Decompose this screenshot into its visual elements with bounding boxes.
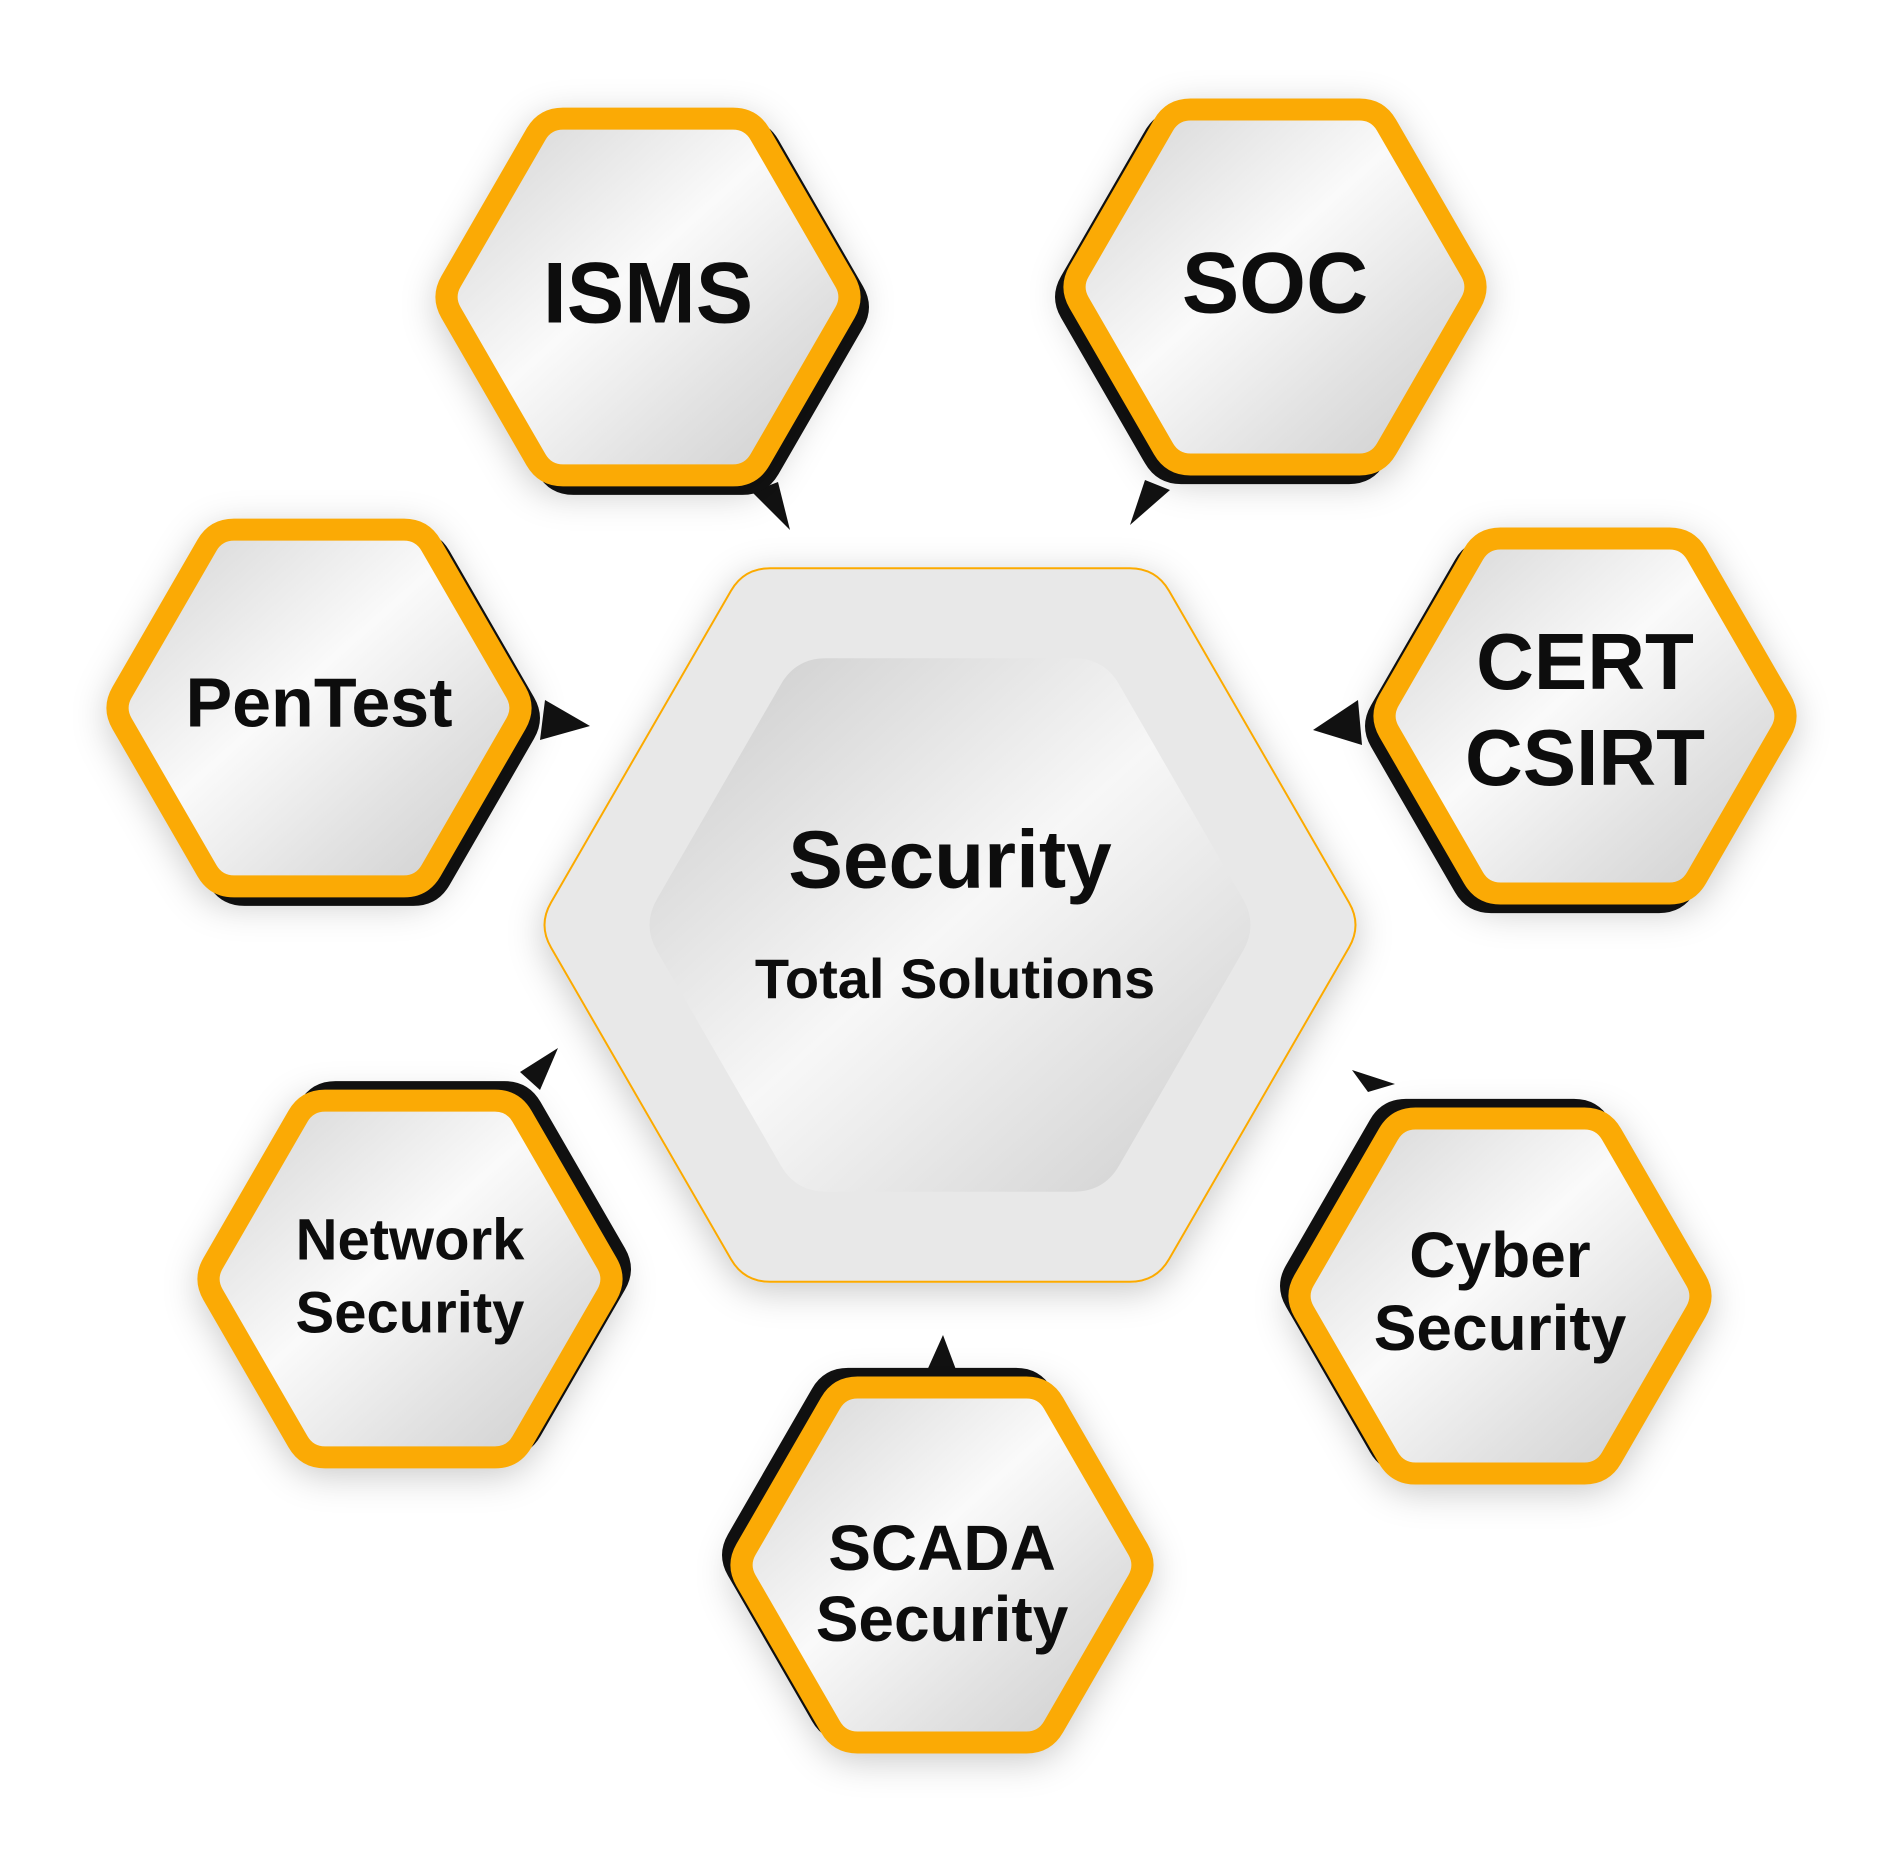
- hex-face: [1290, 1108, 1710, 1484]
- node-label-line-1: PenTest: [185, 663, 452, 741]
- hex-border: [1063, 98, 1487, 476]
- hex-border: [1373, 527, 1797, 905]
- connector-pointer: [520, 1048, 558, 1090]
- hex-border: [1288, 1107, 1712, 1485]
- center-subtitle: Total Solutions: [755, 947, 1155, 1010]
- node-soc: SOC: [1055, 98, 1487, 525]
- node-label-line-2: CSIRT: [1465, 713, 1705, 802]
- hex-border: [106, 518, 532, 898]
- node-label-line-1: Network: [296, 1207, 526, 1272]
- center-hexagon: Security Total Solutions: [543, 567, 1357, 1283]
- node-network-security: Network Security: [197, 1048, 631, 1469]
- connector-pointer: [540, 700, 590, 740]
- node-cyber-security: Cyber Security: [1280, 1070, 1712, 1485]
- center-hex-inner: [649, 658, 1251, 1192]
- node-label-line-2: Security: [816, 1583, 1069, 1655]
- node-label-line-1: Cyber: [1409, 1219, 1590, 1291]
- node-label-line-2: Security: [296, 1280, 525, 1345]
- center-title: Security: [788, 815, 1112, 906]
- hex-face: [199, 1091, 621, 1467]
- node-scada-security: SCADA Security: [722, 1335, 1154, 1754]
- node-label-line-1: SOC: [1182, 236, 1368, 332]
- node-label-line-1: CERT: [1476, 617, 1694, 706]
- node-label-line-2: Security: [1374, 1292, 1627, 1364]
- node-cert-csirt: CERT CSIRT: [1313, 527, 1797, 914]
- hex-face: [1065, 99, 1485, 475]
- hex-border: [435, 107, 861, 487]
- node-label-line-1: ISMS: [543, 246, 753, 342]
- outer-nodes: ISMS SOC CERT CSIRT: [106, 98, 1797, 1754]
- hex-border: [197, 1089, 623, 1469]
- node-label-line-1: SCADA: [828, 1512, 1056, 1584]
- node-isms: ISMS: [435, 107, 869, 530]
- connector-pointer: [752, 482, 790, 530]
- connector-pointer: [1352, 1070, 1395, 1092]
- node-pentest: PenTest: [106, 518, 590, 906]
- connector-pointer: [1313, 700, 1362, 745]
- connector-pointer: [1130, 480, 1170, 525]
- hex-border: [730, 1376, 1154, 1754]
- hex-face: [1375, 528, 1795, 904]
- hex-face: [437, 109, 859, 485]
- connector-pointer: [925, 1335, 958, 1375]
- hex-face: [108, 520, 530, 896]
- hex-face: [732, 1377, 1152, 1753]
